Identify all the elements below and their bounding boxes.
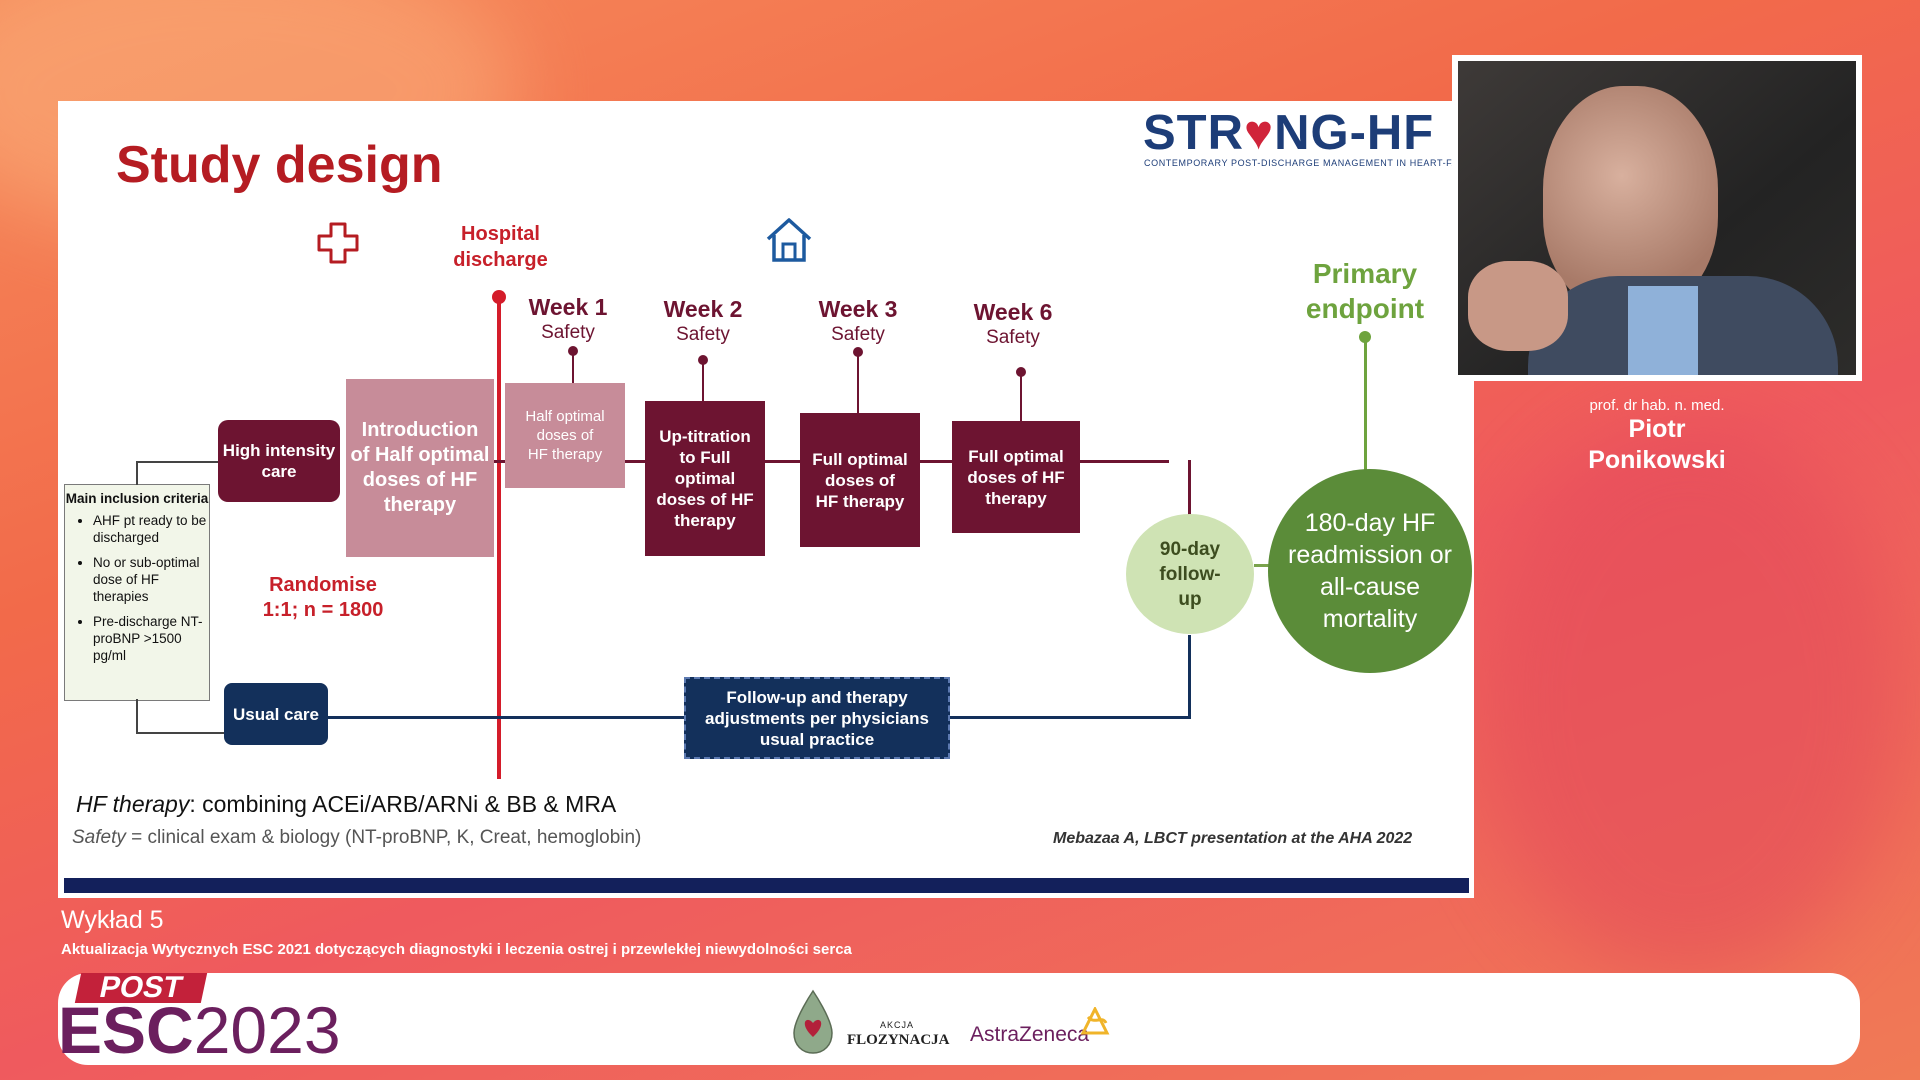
introduction-box: Introduction of Half optimal doses of HF… [346,379,494,557]
week-1-safety: Safety [541,322,595,343]
followup-90-circle: 90-day follow-up [1126,514,1254,634]
background-glow [1480,420,1900,980]
high-intensity-care-box: High intensity care [218,420,340,502]
inclusion-item: Pre-discharge NT-proBNP >1500 pg/ml [93,613,209,664]
heart-icon: ♥ [1244,106,1275,160]
inclusion-criteria-box: Main inclusion criteria AHF pt ready to … [64,484,210,701]
week-3-tick [857,351,859,415]
flozynacja-label: FLOZYNACJA [847,1032,950,1048]
intensive-arm-line [1188,460,1191,520]
endpoint-circle: 180-day HF readmission or all-cause mort… [1268,469,1472,673]
week-3-safety: Safety [831,324,885,345]
speaker-title: prof. dr hab. n. med. [1589,397,1725,414]
usual-care-box: Usual care [224,683,328,745]
speaker-shirt [1628,286,1698,375]
week-2-tick [702,359,704,403]
speaker-head [1543,86,1718,311]
speaker-video [1458,61,1856,375]
citation: Mebazaa A, LBCT presentation at the AHA … [1053,830,1413,847]
primary-endpoint-marker [1359,331,1371,343]
week-6-title: Week 6 [973,299,1053,325]
week-2-title: Week 2 [663,296,743,322]
speaker-video-frame [1452,55,1862,381]
presentation-slide: Study design STR♥NG-HF CONTEMPORARY POST… [58,101,1487,898]
logo-subtitle: CONTEMPORARY POST-DISCHARGE MANAGEMENT I… [1144,158,1488,168]
week-6-box: Full optimal doses of HF therapy [952,421,1080,533]
week-2-box: Up-titration to Full optimal doses of HF… [645,401,765,556]
week-6-marker [1016,367,1026,377]
home-icon [766,218,812,262]
slide-bottom-bar [64,878,1469,893]
sponsor-label: AstraZeneca [970,1023,1090,1046]
hf-therapy-footnote: HF therapy: combining ACEi/ARB/ARNi & BB… [76,791,617,817]
lecture-subtitle: Aktualizacja Wytycznych ESC 2021 dotyczą… [61,941,852,958]
week-1-box: Half optimal doses of HF therapy [505,383,625,488]
esc-logo: ESC2023 [58,993,341,1067]
usual-practice-box: Follow-up and therapy adjustments per ph… [684,677,950,759]
week-3-box: Full optimal doses of HF therapy [800,413,920,547]
strong-hf-logo: STR♥NG-HF [1143,106,1435,160]
primary-endpoint-line [1364,335,1367,471]
usual-care-line [1188,635,1191,719]
week-3-marker [853,347,863,357]
footer-bar: POST ESC2023 AKCJA FLOZYNACJA AstraZenec… [58,971,1860,1067]
inclusion-item: No or sub-optimal dose of HF therapies [93,554,209,605]
week-1-marker [568,346,578,356]
week-2-safety: Safety [676,324,730,345]
speaker-hand [1468,261,1568,351]
week-1-title: Week 1 [528,294,608,320]
hospital-discharge-label: Hospital discharge [453,223,548,271]
hospital-cross-icon [317,222,359,264]
inclusion-item: AHF pt ready to be discharged [93,512,209,546]
inclusion-title: Main inclusion criteria [65,491,209,506]
speaker-last-name: Ponikowski [1588,446,1726,474]
discharge-line [497,291,501,779]
safety-footnote: Safety = clinical exam & biology (NT-pro… [72,827,642,848]
astrazeneca-symbol-icon [1080,1007,1110,1035]
flozynacja-drop-icon [793,989,833,1054]
week-3-title: Week 3 [818,296,898,322]
slide-title: Study design [116,136,443,194]
connector-line [136,461,138,485]
speaker-first-name: Piotr [1628,415,1686,443]
connector-line [136,699,138,732]
week-6-tick [1020,371,1022,423]
primary-endpoint-label: Primary endpoint [1305,258,1425,324]
week-2-marker [698,355,708,365]
discharge-marker [492,290,506,304]
akcja-label: AKCJA [879,1020,914,1030]
connector-line [136,461,218,463]
week-6-safety: Safety [986,327,1040,348]
connector-line [136,732,224,734]
randomise-label: Randomise 1:1; n = 1800 [262,574,384,621]
lecture-number: Wykład 5 [61,906,164,934]
week-1-tick [572,349,574,385]
